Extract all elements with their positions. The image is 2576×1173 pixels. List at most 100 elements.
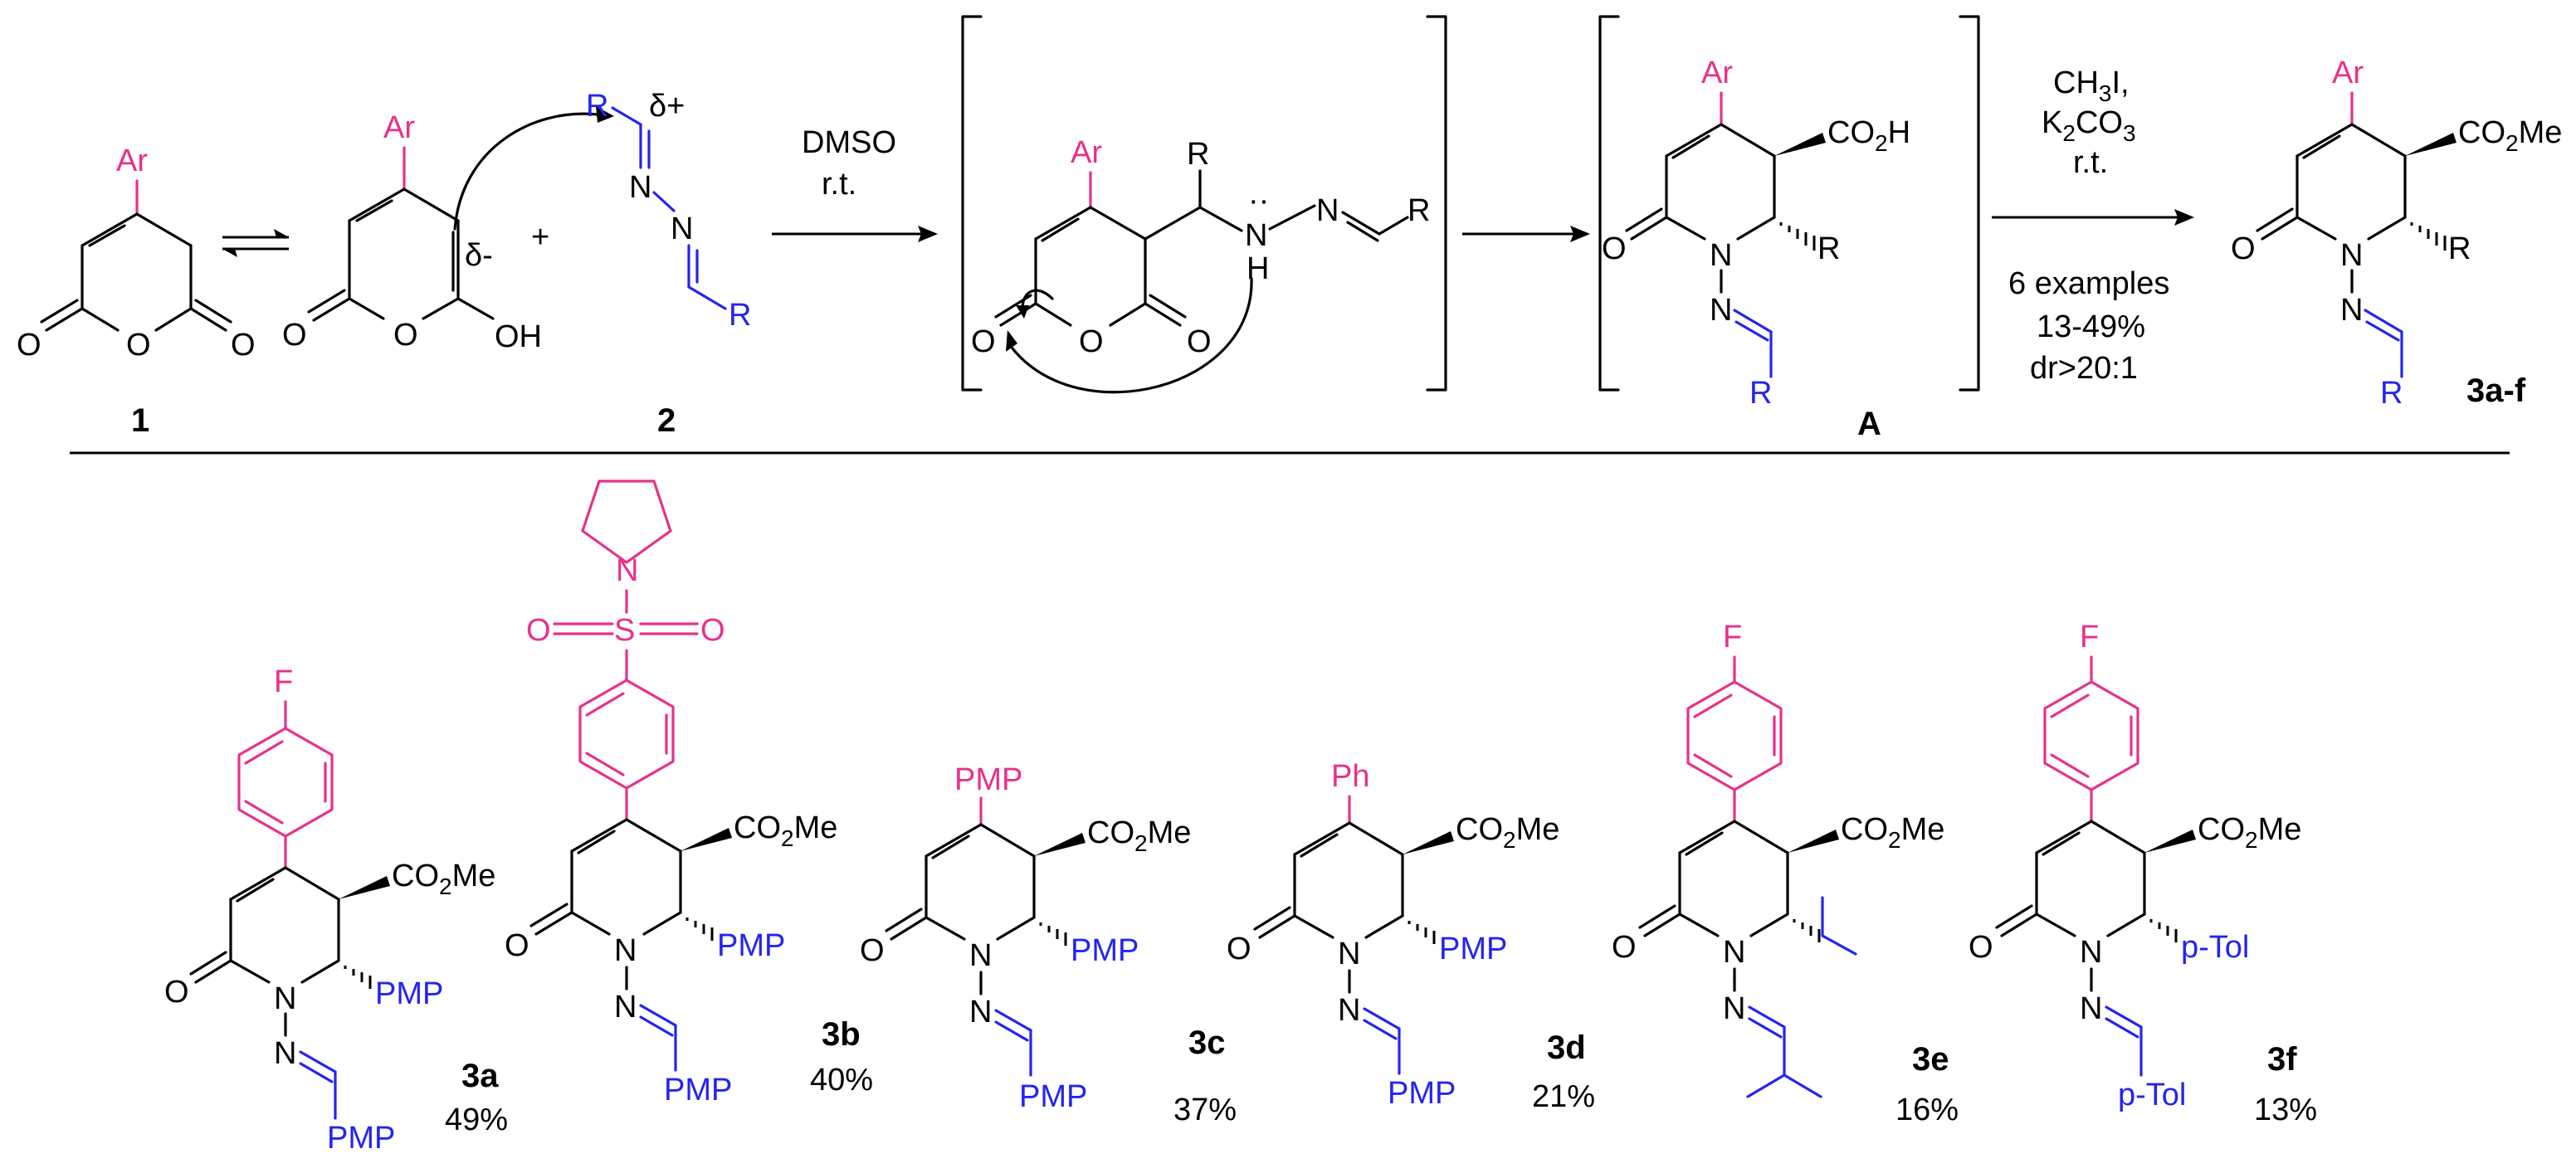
ex3d-label: 3d [1547,1029,1586,1066]
c1-ar-label: Ar [116,144,148,178]
int1-o-ring: O [1079,324,1104,359]
intermediate-A-label: A [1857,406,1881,442]
c1-carbonyl-o-right: O [231,328,256,363]
ex3b-yield: 40% [810,1063,873,1098]
plus-sign: + [531,220,549,255]
ex3e-label: 3e [1912,1041,1949,1078]
intA-acid-a: CO2H [1827,115,1910,156]
ex3a-f: F [274,664,293,699]
example-3a: F O N CO2Me PMP N PMP 3a 49% [164,664,508,1156]
ex3a-r-ring: PMP [375,976,443,1011]
prod-o: O [2231,231,2256,266]
enol-ar-label: Ar [383,110,415,145]
intermediate-1-structure: Ar O O O R N ·· H N R [971,135,1430,394]
ex3b-s: S [614,613,635,648]
ex3b-n2: N [614,990,637,1025]
ex3a-o: O [164,975,189,1010]
ex3c-label: 3c [1188,1025,1226,1061]
arrow-2 [1462,226,1590,242]
ex3c-ester: CO2Me [1087,815,1191,856]
ex3f-f: F [2080,620,2099,655]
ex3a-n2: N [274,1036,296,1071]
ex3a-n1: N [274,981,296,1016]
prod-ar: Ar [2332,56,2364,90]
ex3c-ar: PMP [954,762,1022,797]
enol-hydroxy: OH [495,319,542,354]
ex3d-r-imine: PMP [1388,1076,1456,1111]
c2-n2: N [671,212,693,246]
intermediate-1-brackets [961,15,1447,392]
ex3a-label: 3a [461,1058,499,1094]
ex3b-n1: N [614,933,637,968]
ex3c-yield: 37% [1173,1093,1237,1127]
ex3f-r-ring: p-Tol [2181,930,2249,965]
ex3e-n1: N [1723,935,1745,970]
prod-n2: N [2340,293,2363,328]
prod-ester: CO2Me [2458,115,2562,156]
ex3e-yield: 16% [1895,1093,1959,1127]
ex3e-ester: CO2Me [1841,812,1944,853]
ex3b-o1: O [526,613,551,648]
c2-r-bottom: R [729,298,751,333]
ex3d-n2: N [1338,993,1360,1028]
example-3b: N S O O O N CO2Me PMP [505,479,873,1107]
ex3f-o: O [1969,930,1993,965]
c1-ring-o: O [126,328,151,363]
example-3f: F O N CO2Me p-Tol N p-Tol 3f 1 [1969,620,2317,1127]
ex3f-ester: CO2Me [2198,812,2301,853]
cond1-temp: r.t. [822,167,856,202]
int1-nh: N [1245,218,1267,253]
example-3d: Ph O N CO2Me PMP N PMP 3d 21% [1227,759,1595,1114]
compound-2-structure: R N δ+ N R 2 [586,89,751,439]
int1-h: H [1247,251,1269,286]
ex3f-label: 3f [2267,1041,2297,1078]
cond1-solvent: DMSO [802,125,896,160]
ex3f-yield: 13% [2254,1093,2317,1127]
ex3f-n1: N [2080,935,2102,970]
ex3f-r-imine: p-Tol [2118,1078,2186,1112]
ex3e-o: O [1612,930,1637,965]
intA-ar: Ar [1701,56,1733,90]
equilibrium-arrows [222,229,289,257]
int1-ar: Ar [1071,135,1102,170]
ex3b-ester: CO2Me [734,810,837,851]
int1-r2: R [1408,193,1430,228]
c2-delta-plus: δ+ [649,89,685,124]
c2-r-top: R [586,89,608,124]
compound-2-label: 2 [657,402,676,439]
ex3c-o: O [860,933,885,968]
ex3b-r-imine: PMP [664,1073,732,1107]
prod-n1: N [2340,238,2363,273]
cond2-yield-range: 13-49% [2037,309,2145,344]
enol-structure: Ar O O OH δ- [282,106,614,354]
intA-r-ring: R [1817,231,1840,266]
ex3d-o: O [1227,932,1251,966]
intA-o: O [1602,231,1627,266]
intA-n1: N [1710,238,1732,273]
cond2-dr: dr>20:1 [2030,351,2138,386]
ex3a-r-imine: PMP [327,1121,395,1156]
prod-r-imine: R [2380,376,2403,411]
cond2-temp: r.t. [2073,145,2108,180]
enol-ring-o: O [393,318,418,353]
ex3d-yield: 21% [1532,1079,1595,1114]
ex3d-r-ring: PMP [1439,932,1507,966]
compound-1-label: 1 [131,402,149,439]
cond2-examples: 6 examples [2008,266,2169,301]
ex3b-o2: O [700,613,725,648]
ex3a-yield: 49% [445,1102,508,1137]
intA-n2: N [1710,293,1732,328]
compound-1-structure: Ar O O O 1 [17,144,256,439]
ex3e-n2: N [1723,991,1745,1026]
int1-n: N [1316,193,1339,228]
int1-r1: R [1187,137,1209,172]
ex3b-label: 3b [822,1016,861,1053]
ex3d-ar: Ph [1331,759,1369,794]
ex3f-n2: N [2080,991,2102,1026]
example-3c: PMP O N CO2Me PMP N PMP 3c 37% [860,762,1237,1127]
ex3c-n1: N [969,938,992,973]
ex3b-n: N [616,553,638,588]
prod-r-ring: R [2448,231,2471,266]
ex3a-ester: CO2Me [392,859,495,899]
